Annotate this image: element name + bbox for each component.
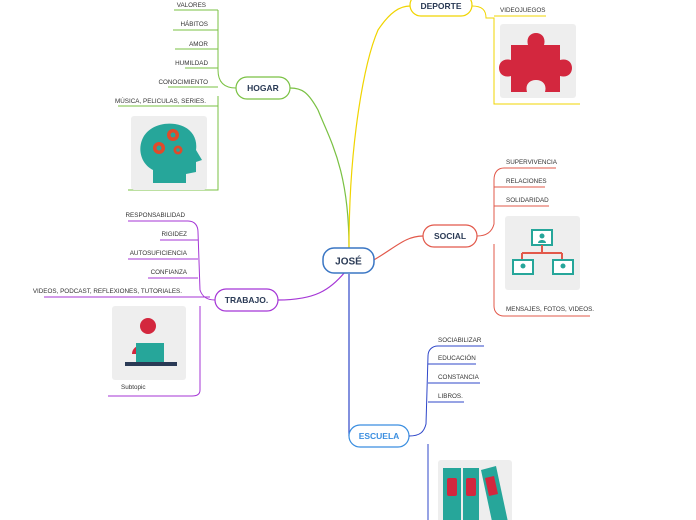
connector-trabajo <box>277 271 346 301</box>
social-subtopic-lines <box>494 167 556 207</box>
subtopic-mensajes[interactable]: MENSAJES, FOTOS, VIDEOS. <box>506 306 594 313</box>
topic-hogar-label: HOGAR <box>247 83 279 93</box>
branch-trabajo: TRABAJO. RESPONSABILIDAD RIGIDEZ AUTOSUF… <box>33 212 279 397</box>
subtopic-solidaridad[interactable]: SOLIDARIDAD <box>506 197 549 204</box>
subtopic-amor[interactable]: AMOR <box>189 41 208 48</box>
subtopic-caption[interactable]: Subtopic <box>121 384 146 391</box>
deporte-spine <box>471 5 580 105</box>
central-topic[interactable]: JOSÉ <box>322 247 375 274</box>
trabajo-subtopic-lines <box>44 220 210 298</box>
subtopic-relaciones[interactable]: RELACIONES <box>506 178 547 185</box>
subtopic-musica[interactable]: MÚSICA, PELICULAS, SERIES. <box>115 96 206 105</box>
connectors <box>277 5 424 436</box>
branch-deporte: DEPORTE VIDEOJUEGOS <box>409 0 580 105</box>
topic-escuela-label: ESCUELA <box>359 431 400 441</box>
branch-social: SOCIAL SUPERVIVENCIA RELACIONES SOLIDARI… <box>422 159 594 317</box>
topic-deporte-label: DEPORTE <box>420 1 461 11</box>
subtopic-videojuegos[interactable]: VIDEOJUEGOS <box>500 7 546 14</box>
topic-hogar-box[interactable] <box>235 76 291 100</box>
connector-social <box>371 235 424 262</box>
topic-social-label: SOCIAL <box>434 231 466 241</box>
connector-hogar <box>289 87 350 249</box>
subtopic-valores[interactable]: VALORES <box>177 2 206 9</box>
hogar-subtopic-lines <box>118 9 218 107</box>
connector-deporte <box>348 5 411 249</box>
subtopic-responsabilidad[interactable]: RESPONSABILIDAD <box>126 212 186 219</box>
puzzle-piece-icon <box>499 24 576 98</box>
subtopic-constancia[interactable]: CONSTANCIA <box>438 374 480 381</box>
person-at-computer-icon <box>112 306 186 380</box>
topic-deporte-box[interactable] <box>409 0 473 17</box>
subtopic-sociabilizar[interactable]: SOCIABILIZAR <box>438 337 482 344</box>
subtopic-educacion[interactable]: EDUCACIÓN <box>438 353 476 362</box>
subtopic-libros[interactable]: LIBROS. <box>438 393 463 400</box>
subtopic-rigidez[interactable]: RIGIDEZ <box>161 231 187 238</box>
central-topic-box[interactable] <box>322 247 375 274</box>
subtopic-habitos[interactable]: HÁBITOS <box>180 19 208 28</box>
subtopic-autosuficiencia[interactable]: AUTOSUFICIENCIA <box>130 250 188 257</box>
subtopic-supervivencia[interactable]: SUPERVIVENCIA <box>506 159 558 166</box>
branch-hogar: VALORES HÁBITOS AMOR HUMILDAD CONOCIMIEN… <box>115 2 291 191</box>
subtopic-videos-podcast[interactable]: VIDEOS, PODCAST, REFLEXIONES, TUTORIALES… <box>33 288 182 295</box>
escuela-spine <box>408 345 439 520</box>
trabajo-spine <box>108 220 216 397</box>
org-chart-icon <box>505 216 580 290</box>
binders-icon <box>438 460 512 520</box>
central-topic-label: JOSÉ <box>335 255 362 268</box>
subtopic-confianza[interactable]: CONFIANZA <box>151 269 188 276</box>
escuela-subtopic-lines <box>428 345 484 403</box>
subtopic-humildad[interactable]: HUMILDAD <box>175 60 208 67</box>
subtopic-conocimiento[interactable]: CONOCIMIENTO <box>158 79 208 86</box>
head-gears-icon <box>131 116 207 190</box>
social-spine <box>476 167 590 317</box>
topic-trabajo-label: TRABAJO. <box>225 295 268 305</box>
branch-escuela: ESCUELA SOCIABILIZAR EDUCACIÓN CONSTANCI… <box>348 337 512 520</box>
